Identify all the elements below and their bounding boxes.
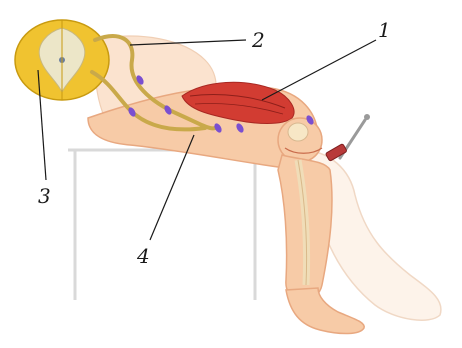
callout-label-3: 3 <box>38 186 51 206</box>
chair <box>68 150 300 300</box>
spinal-cord-section <box>15 20 109 100</box>
leader-line-1 <box>262 40 376 100</box>
reflex-hammer <box>325 114 370 161</box>
callout-label-4: 4 <box>137 246 150 266</box>
callout-label-2: 2 <box>252 30 265 50</box>
callout-label-1: 1 <box>378 20 391 40</box>
lower-leg <box>278 155 332 300</box>
foot <box>286 288 364 334</box>
